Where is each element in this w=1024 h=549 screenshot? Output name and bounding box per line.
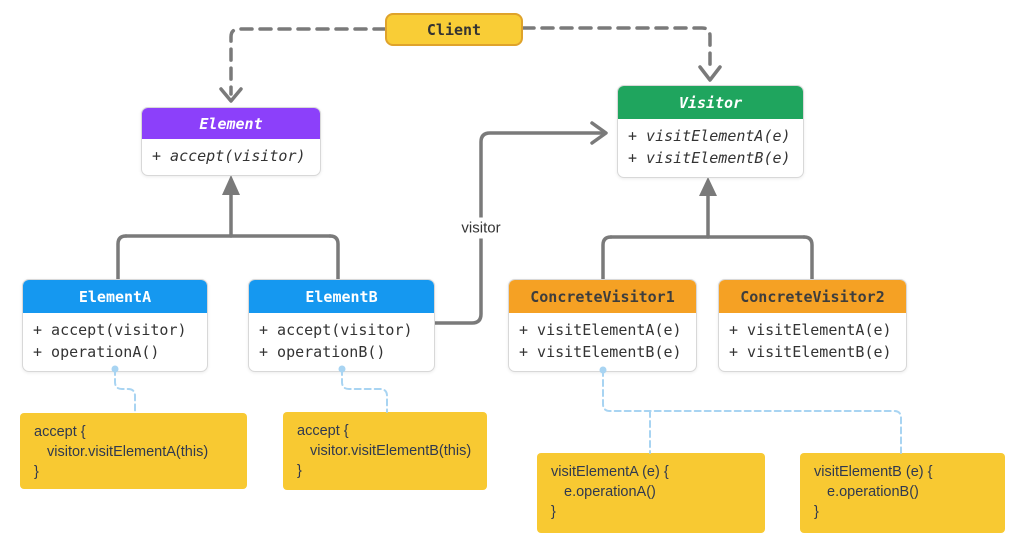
class-title: ElementA [78,287,152,306]
code-note-accept-a: accept { visitor.visitElementA(this) } [20,413,247,489]
class-header: Visitor [618,86,803,119]
note-line: accept { [297,423,349,439]
class-box-element-b: ElementB + accept(visitor) + operationB(… [248,279,435,372]
class-members: + accept(visitor) + operationB() [249,313,434,371]
class-title: Element [199,114,263,133]
inheritance-cv1-stub [601,235,613,281]
member-row: + operationB() [259,343,386,361]
member-row: + visitElementA(e) [519,321,682,339]
note-line: e.operationA() [564,484,656,500]
note-line: accept { [34,424,86,440]
note-line: visitElementB (e) { [814,464,933,480]
class-members: + accept(visitor) + operationA() [23,313,207,371]
note-line: visitor.visitElementB(this) [310,443,472,459]
class-title: ElementB [305,287,378,306]
code-note-visit-element-a: visitElementA (e) { e.operationA() } [537,453,765,533]
class-members: + visitElementA(e) + visitElementB(e) [719,313,906,371]
member-row: + operationA() [33,343,160,361]
note-line: } [297,463,302,479]
class-box-element-a: ElementA + accept(visitor) + operationA(… [22,279,208,372]
inheritance-elementa-stub [116,234,128,281]
class-box-concrete-visitor-1: ConcreteVisitor1 + visitElementA(e) + vi… [508,279,697,372]
dependency-client-element-line [229,27,387,96]
inheritance-triangle-visitor [699,177,717,196]
class-members: + visitElementA(e) + visitElementB(e) [509,313,696,371]
class-header: ConcreteVisitor1 [509,280,696,313]
code-note-visit-element-b: visitElementB (e) { e.operationB() } [800,453,1005,533]
member-row: + visitElementA(e) [628,127,791,145]
note-line: } [34,464,39,480]
class-box-element: Element + accept(visitor) [141,107,321,176]
class-title: Visitor [678,93,743,112]
class-header: ElementB [249,280,434,313]
association-arrowhead-visitor [590,121,608,145]
class-title-client: Client [426,20,482,39]
inheritance-elementb-stub [328,234,340,281]
member-row: + visitElementB(e) [628,149,791,167]
note-line: } [814,504,819,520]
dependency-client-visitor-line [521,26,712,74]
member-row: + visitElementB(e) [729,343,892,361]
class-members: + accept(visitor) [142,139,320,175]
dependency-arrowhead-element [219,87,243,103]
member-row: + visitElementA(e) [729,321,892,339]
class-header: ElementA [23,280,207,313]
class-box-concrete-visitor-2: ConcreteVisitor2 + visitElementA(e) + vi… [718,279,907,372]
member-row: + accept(visitor) [152,147,306,165]
class-box-client: Client [385,13,523,46]
member-row: + accept(visitor) [33,321,187,339]
note-line: visitElementA (e) { [551,464,669,480]
inheritance-triangle-element [222,175,240,195]
class-box-visitor: Visitor + visitElementA(e) + visitElemen… [617,85,804,178]
code-note-accept-b: accept { visitor.visitElementB(this) } [283,412,487,490]
class-header: ConcreteVisitor2 [719,280,906,313]
member-row: + accept(visitor) [259,321,413,339]
inheritance-cv2-stub [802,235,814,281]
association-label-visitor: visitor [456,217,506,239]
member-row: + visitElementB(e) [519,343,682,361]
dependency-arrowhead-visitor [698,65,722,82]
note-line: } [551,504,556,520]
class-members: + visitElementA(e) + visitElementB(e) [618,119,803,177]
note-line: visitor.visitElementA(this) [47,444,209,460]
class-title: ConcreteVisitor2 [740,287,885,306]
class-header: Element [142,108,320,139]
class-title: ConcreteVisitor1 [530,287,675,306]
note-line: e.operationB() [827,484,919,500]
